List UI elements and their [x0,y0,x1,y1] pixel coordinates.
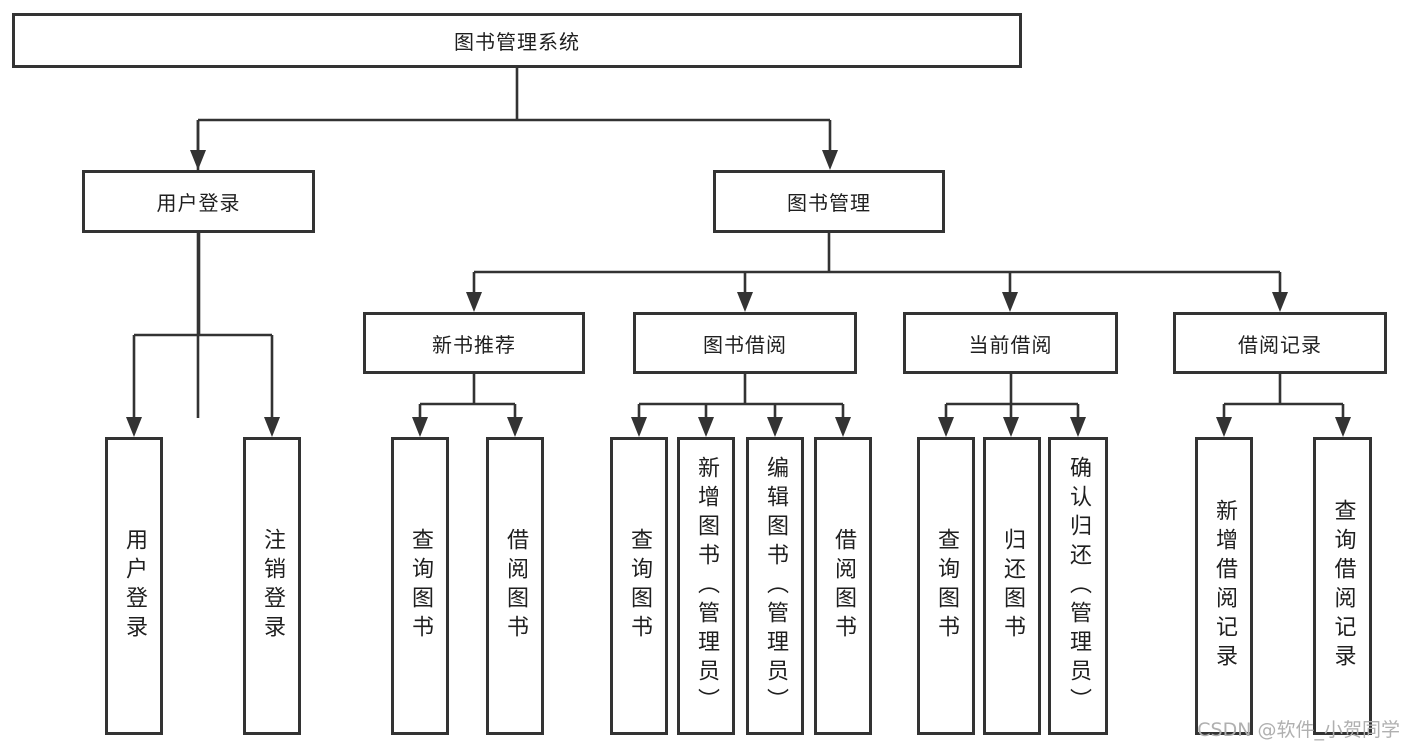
leaf-records-query: 查询借阅记录 [1313,437,1372,735]
leaf-logout-label: 注销登录 [260,528,285,644]
leaf-user-login: 用户登录 [105,437,163,735]
leaf-newbooks-borrow-label: 借阅图书 [503,528,528,644]
leaf-newbooks-borrow: 借阅图书 [486,437,544,735]
node-current-borrow: 当前借阅 [903,312,1118,374]
connector-new-books-children [412,374,523,437]
node-book-borrow: 图书借阅 [633,312,857,374]
connector-records-children [1216,374,1351,437]
node-new-books: 新书推荐 [363,312,585,374]
node-root-label: 图书管理系统 [454,30,580,54]
leaf-newbooks-query: 查询图书 [391,437,449,735]
leaf-user-login-label: 用户登录 [122,528,147,644]
leaf-newbooks-query-label: 查询图书 [408,528,433,644]
leaf-records-add-label: 新增借阅记录 [1212,499,1237,673]
connector-user-login-children [126,233,280,437]
leaf-borrow-add-label: 新增图书（管理员） [694,455,719,717]
node-borrow-records-label: 借阅记录 [1238,332,1322,357]
connector-book-borrow-children [631,374,851,437]
leaf-borrow-edit: 编辑图书（管理员） [746,437,804,735]
csdn-watermark: CSDN @软件_小贺同学 [1197,719,1400,741]
node-new-books-label: 新书推荐 [432,332,516,357]
leaf-current-confirm-label: 确认归还（管理员） [1066,455,1091,717]
node-book-borrow-label: 图书借阅 [703,332,787,357]
leaf-logout: 注销登录 [243,437,301,735]
node-root: 图书管理系统 [12,13,1022,68]
node-borrow-records: 借阅记录 [1173,312,1387,374]
leaf-current-query-label: 查询图书 [934,528,959,644]
node-book-mgmt-label: 图书管理 [787,191,871,215]
connector-current-borrow-children [938,374,1086,437]
node-user-login: 用户登录 [82,170,315,233]
leaf-borrow-query: 查询图书 [610,437,668,735]
leaf-borrow-borrow: 借阅图书 [814,437,872,735]
node-book-mgmt: 图书管理 [713,170,945,233]
leaf-current-query: 查询图书 [917,437,975,735]
leaf-borrow-add: 新增图书（管理员） [677,437,735,735]
leaf-borrow-query-label: 查询图书 [627,528,652,644]
leaf-current-return-label: 归还图书 [1000,528,1025,644]
leaf-records-query-label: 查询借阅记录 [1330,499,1356,673]
leaf-records-add: 新增借阅记录 [1195,437,1253,735]
leaf-borrow-borrow-label: 借阅图书 [831,528,856,644]
leaf-current-confirm: 确认归还（管理员） [1048,437,1108,735]
node-current-borrow-label: 当前借阅 [968,332,1053,357]
connector-book-mgmt-children [466,233,1288,312]
node-user-login-label: 用户登录 [156,191,241,215]
leaf-borrow-edit-label: 编辑图书（管理员） [763,455,788,717]
leaf-current-return: 归还图书 [983,437,1041,735]
